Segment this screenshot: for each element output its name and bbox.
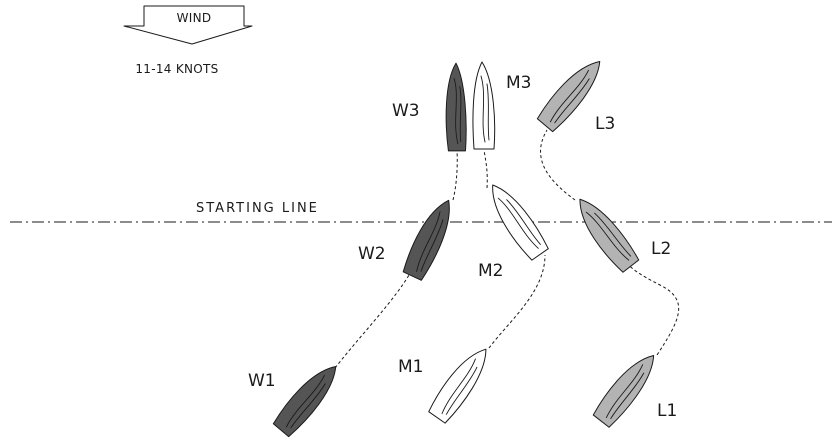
boat-label-l3: L3 [595, 114, 615, 134]
boat-l1 [590, 346, 664, 430]
track-w1-w2 [334, 269, 413, 369]
track-m2-m3 [483, 149, 488, 189]
boat-m3 [472, 61, 496, 150]
wind-indicator: WIND 11-14 KNOTS [123, 5, 253, 76]
track-l1-l2 [626, 263, 680, 356]
track-m1-m2 [488, 254, 546, 349]
boat-label-l2: L2 [651, 239, 671, 259]
boat-l2 [568, 191, 642, 275]
boat-label-w1: W1 [248, 371, 276, 391]
boat-l3 [534, 52, 610, 134]
boat-tracks [334, 129, 680, 369]
boat-label-m3: M3 [506, 73, 531, 93]
track-w2-w3 [452, 149, 458, 201]
boat-label-w3: W3 [392, 101, 420, 121]
boat-label-w2: W2 [358, 244, 386, 264]
boat-label-m1: M1 [398, 357, 423, 377]
track-l2-l3 [540, 129, 576, 201]
boat-label-l1: L1 [657, 401, 677, 421]
starting-line: STARTING LINE [10, 201, 832, 223]
boat-w1 [270, 357, 346, 438]
boat-m2 [481, 177, 551, 263]
wind-speed-label: 11-14 KNOTS [135, 62, 218, 76]
boat-w3 [445, 62, 467, 152]
starting-line-label: STARTING LINE [196, 201, 319, 216]
wind-label: WIND [177, 11, 212, 25]
boat-w2 [400, 194, 460, 282]
boat-m1 [426, 340, 496, 426]
wind-arrow-icon [123, 5, 253, 45]
boat-label-m2: M2 [478, 261, 503, 281]
